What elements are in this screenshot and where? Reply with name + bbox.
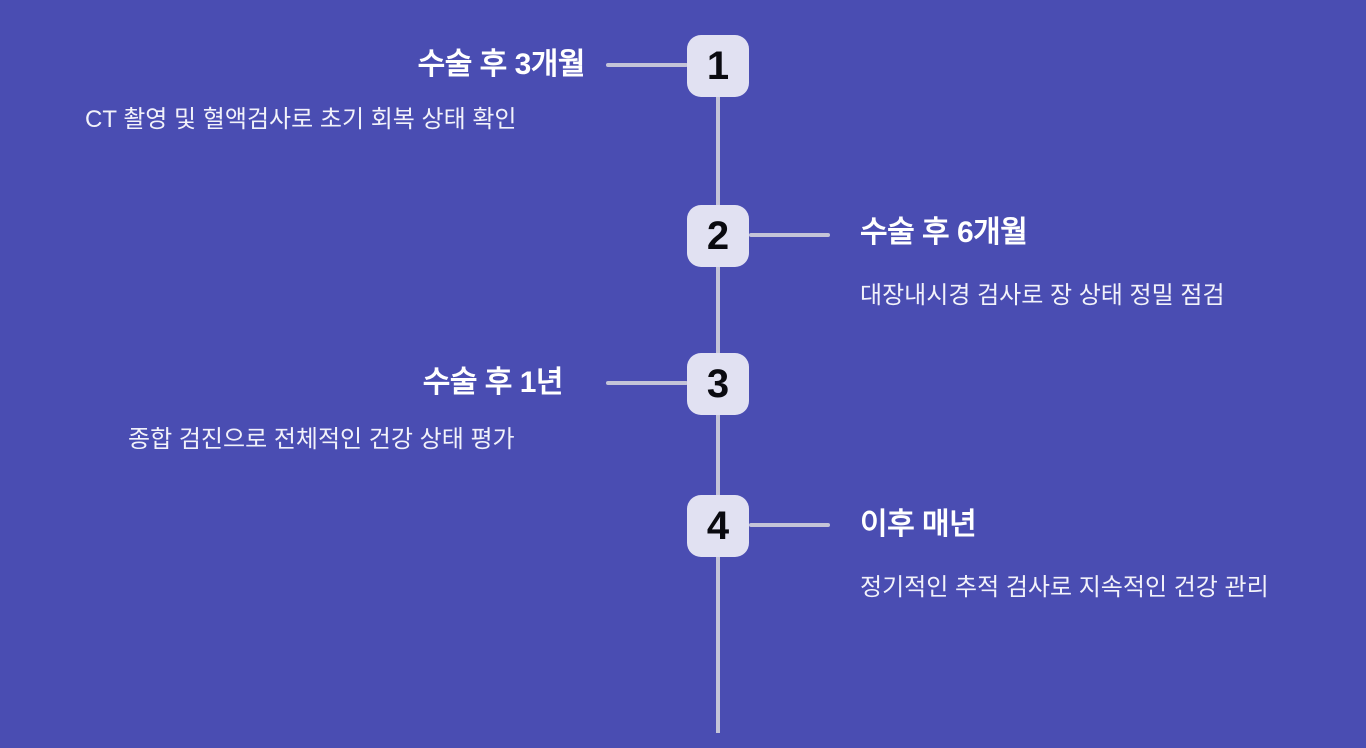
step-2-number: 2 <box>706 214 730 258</box>
step-1-description: CT 촬영 및 혈액검사로 초기 회복 상태 확인 <box>85 106 517 133</box>
step-2-connector-line <box>749 233 830 237</box>
step-1-number: 1 <box>706 44 730 88</box>
step-2-description: 대장내시경 검사로 장 상태 정밀 점검 <box>860 282 1225 309</box>
step-4-title: 이후 매년 <box>860 508 977 541</box>
step-3-description: 종합 검진으로 전체적인 건강 상태 평가 <box>128 426 515 453</box>
step-2-number-box: 2 <box>687 205 749 267</box>
step-4-description: 정기적인 추적 검사로 지속적인 건강 관리 <box>860 574 1269 601</box>
step-3-number: 3 <box>706 362 730 406</box>
step-3-connector-line <box>606 381 688 385</box>
step-4-number: 4 <box>706 504 730 548</box>
step-4-connector-line <box>749 523 830 527</box>
step-1-connector-line <box>606 63 688 67</box>
step-2-title: 수술 후 6개월 <box>860 216 1028 249</box>
step-3-number-box: 3 <box>687 353 749 415</box>
step-1-title: 수술 후 3개월 <box>417 48 586 81</box>
step-1-number-box: 1 <box>687 35 749 97</box>
step-4-number-box: 4 <box>687 495 749 557</box>
step-3-title: 수술 후 1년 <box>422 366 564 399</box>
